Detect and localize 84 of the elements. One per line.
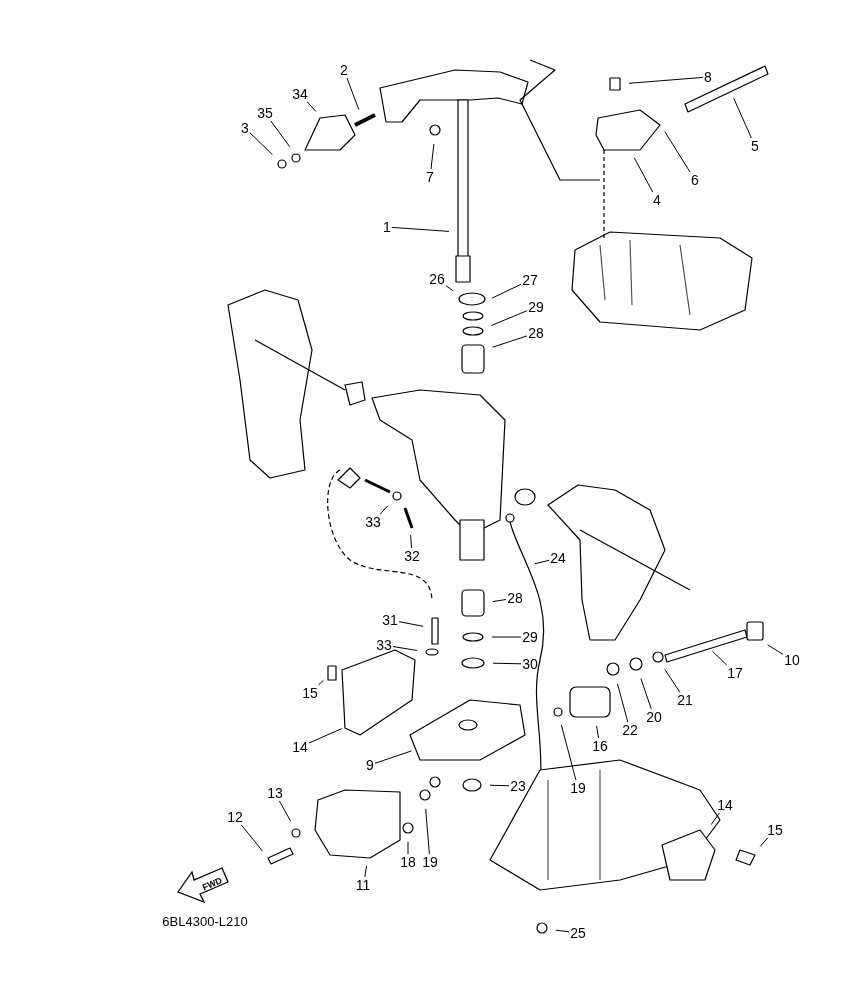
- leader-line: [664, 131, 691, 173]
- leader-line: [346, 77, 360, 111]
- leader-line: [767, 644, 784, 655]
- callout-number: 4: [652, 192, 662, 208]
- callout-number: 15: [766, 822, 784, 838]
- callout-number: 11: [354, 877, 372, 893]
- callout-number: 35: [256, 105, 274, 121]
- leader-line: [445, 285, 454, 292]
- leader-line: [616, 683, 629, 723]
- callout-number: 31: [381, 612, 399, 628]
- leader-line: [492, 335, 528, 348]
- leader-line: [492, 662, 522, 665]
- leader-line: [374, 750, 412, 764]
- callout-number: 8: [703, 69, 713, 85]
- callout-number: 29: [521, 629, 539, 645]
- leader-line: [364, 865, 368, 878]
- callout-number: 24: [549, 550, 567, 566]
- callout-number: 14: [716, 797, 734, 813]
- leader-line: [240, 824, 263, 852]
- callout-number: 15: [301, 685, 319, 701]
- leader-line: [492, 599, 507, 603]
- diagram-code: 6BL4300-L210: [162, 913, 248, 929]
- callout-number: 18: [399, 854, 417, 870]
- leader-line: [308, 728, 343, 744]
- callout-number: 14: [291, 739, 309, 755]
- callout-number: 2: [339, 62, 349, 78]
- leader-line: [391, 226, 450, 232]
- leader-line: [379, 505, 389, 515]
- callout-number: 20: [645, 709, 663, 725]
- leader-line: [710, 812, 720, 826]
- callout-number: 29: [527, 299, 545, 315]
- leader-line: [398, 621, 424, 627]
- callout-number: 28: [506, 590, 524, 606]
- leader-line: [596, 725, 600, 739]
- callout-number: 27: [521, 272, 539, 288]
- leader-line: [712, 650, 728, 666]
- callout-number: 33: [364, 514, 382, 530]
- callout-number: 34: [291, 86, 309, 102]
- leader-line: [249, 132, 273, 156]
- callout-number: 19: [569, 780, 587, 796]
- leader-line: [534, 559, 550, 565]
- leader-line: [759, 837, 769, 847]
- leader-line: [491, 636, 522, 638]
- leader-line: [491, 283, 522, 299]
- callout-number: 6: [690, 172, 700, 188]
- callout-number: 13: [266, 785, 284, 801]
- leader-line: [489, 784, 510, 787]
- callout-number: 7: [425, 169, 435, 185]
- leader-line: [733, 97, 752, 139]
- callout-number: 21: [676, 692, 694, 708]
- callout-number: 32: [403, 548, 421, 564]
- callout-number: 33: [375, 637, 393, 653]
- direction-label: FWD: [200, 875, 224, 893]
- leader-line: [410, 534, 412, 549]
- callout-number: 3: [240, 120, 250, 136]
- leader-line: [317, 679, 324, 686]
- leader-line: [425, 808, 430, 855]
- leader-line: [392, 646, 418, 651]
- leader-line: [407, 841, 409, 855]
- callout-number: 19: [421, 854, 439, 870]
- callout-number: 1: [382, 219, 392, 235]
- leader-line: [278, 800, 292, 822]
- callout-number: 26: [428, 271, 446, 287]
- callout-number: 5: [750, 138, 760, 154]
- callout-number: 30: [521, 656, 539, 672]
- leader-line: [306, 101, 317, 112]
- callout-number: 10: [783, 652, 801, 668]
- callout-number: 9: [365, 757, 375, 773]
- leader-line: [490, 310, 528, 326]
- leader-line: [628, 76, 704, 84]
- leader-line: [633, 157, 654, 193]
- leader-line: [270, 120, 291, 148]
- callout-number: 23: [509, 778, 527, 794]
- callout-number: 12: [226, 809, 244, 825]
- leader-line: [560, 724, 577, 781]
- callout-number: 17: [726, 665, 744, 681]
- callout-number: 22: [621, 722, 639, 738]
- callout-number: 25: [569, 925, 587, 941]
- callout-number: 16: [591, 738, 609, 754]
- leader-line: [555, 929, 570, 933]
- callout-number: 28: [527, 325, 545, 341]
- leader-line: [430, 143, 435, 170]
- leader-line: [640, 678, 652, 710]
- leader-line: [664, 669, 681, 693]
